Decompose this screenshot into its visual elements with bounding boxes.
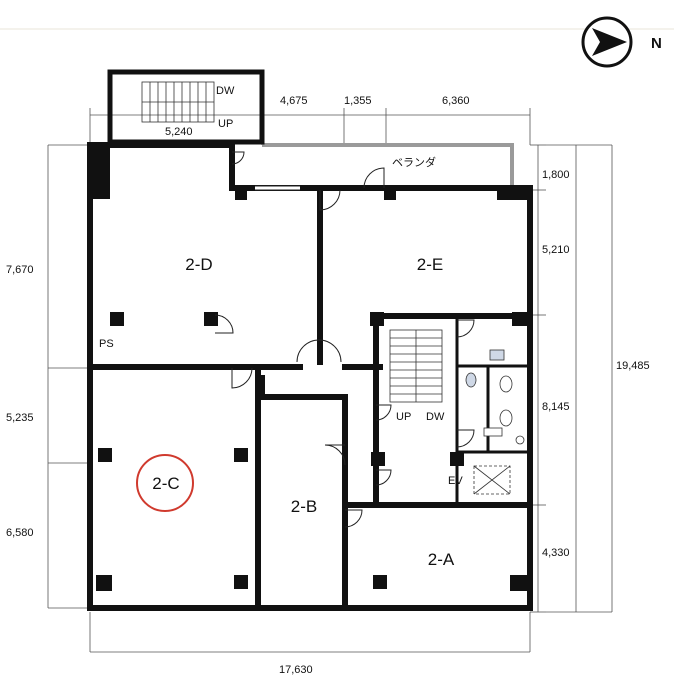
- label-ps: PS: [99, 338, 114, 350]
- dim-right-2: 5,210: [542, 244, 570, 256]
- dimension-lines: [47, 108, 613, 653]
- fixtures: [465, 349, 525, 445]
- room-2d-label: 2-D: [185, 255, 212, 274]
- dim-left-3: 6,580: [6, 527, 34, 539]
- dim-top-2: 1,355: [344, 95, 372, 107]
- core-stair: [389, 329, 443, 403]
- veranda-rail: [262, 143, 514, 190]
- label-veranda: ベランダ: [392, 155, 436, 169]
- room-2e-label: 2-E: [417, 255, 443, 274]
- label-up-core: UP: [396, 411, 411, 423]
- columns: [88, 145, 531, 591]
- highlight-circle: [136, 454, 194, 512]
- dim-right-4: 4,330: [542, 547, 570, 559]
- label-up-top: UP: [218, 118, 233, 130]
- elevator-box: [473, 465, 511, 495]
- label-ev: EV: [448, 475, 463, 487]
- room-2c-label: 2-C: [152, 474, 179, 493]
- room-2b-label: 2-B: [291, 497, 317, 516]
- dim-right-3: 8,145: [542, 401, 570, 413]
- dim-left-1: 7,670: [6, 264, 34, 276]
- dim-right-total: 19,485: [616, 360, 650, 372]
- walls: [87, 142, 533, 611]
- dim-top-1: 4,675: [280, 95, 308, 107]
- compass-arrow-icon: [592, 28, 627, 56]
- compass: N: [581, 16, 662, 68]
- dim-top-stair: 5,240: [165, 126, 193, 138]
- dim-bottom-total: 17,630: [279, 664, 313, 676]
- compass-north-label: N: [651, 35, 662, 52]
- room-2a-label: 2-A: [428, 550, 455, 569]
- label-dw-top: DW: [216, 85, 235, 97]
- dim-right-1: 1,800: [542, 169, 570, 181]
- dim-top-3: 6,360: [442, 95, 470, 107]
- dim-left-2: 5,235: [6, 412, 34, 424]
- label-dw-core: DW: [426, 411, 445, 423]
- doors: [214, 151, 475, 528]
